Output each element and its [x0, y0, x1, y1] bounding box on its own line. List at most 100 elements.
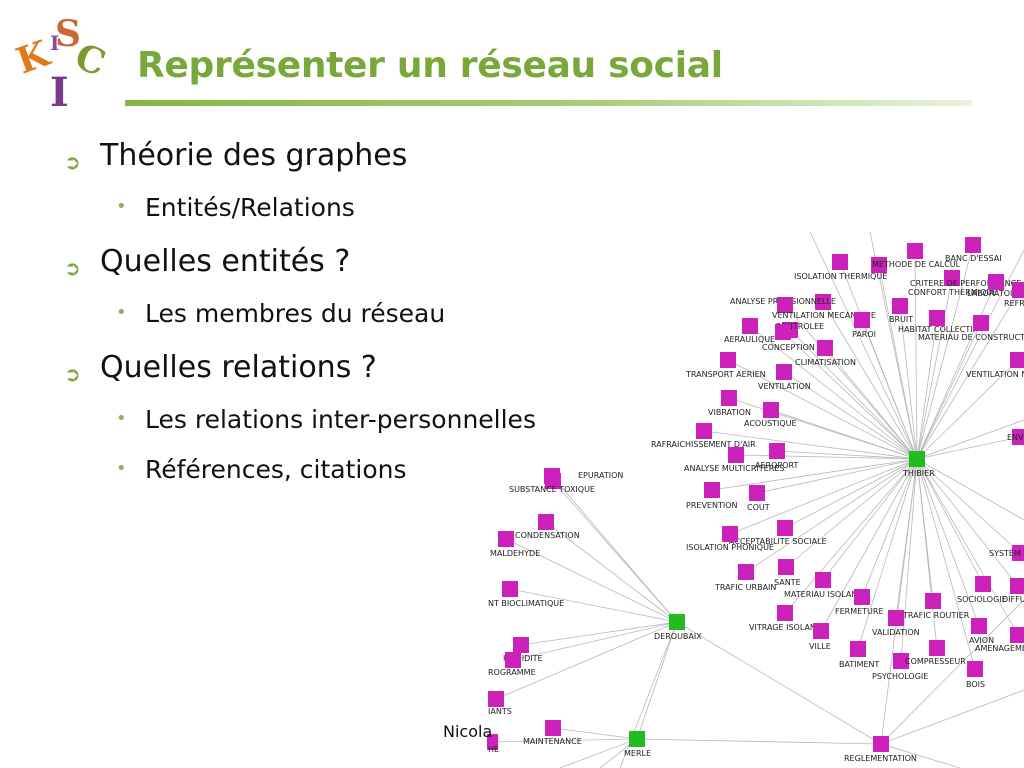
topic-node: HE	[487, 734, 499, 754]
arrow-bullet-icon: ➲	[64, 362, 81, 386]
bullet-which-relations: Quelles relations ?	[100, 350, 377, 385]
graph-edge	[703, 430, 918, 460]
graph-edge	[495, 621, 678, 700]
topic-node: RAFRAICHISSEMENT D'AIR	[651, 423, 756, 449]
graph-edge	[880, 458, 918, 745]
topic-node: PAROI	[852, 312, 876, 339]
topic-node-square	[815, 572, 831, 588]
topic-node-square	[975, 576, 991, 592]
topic-node-square	[505, 652, 521, 668]
graph-edge	[880, 689, 1024, 745]
topic-node: CONFORT THERMIQUE	[907, 243, 997, 297]
graph-edge	[809, 232, 918, 460]
topic-node-label: TRAFIC ROUTIER	[902, 611, 970, 620]
topic-node-label: PSYCHOLOGIE	[872, 672, 928, 681]
topic-node-square	[988, 274, 1004, 290]
dot-bullet-icon: •	[116, 458, 127, 479]
topic-node-square	[929, 640, 945, 656]
dot-bullet-icon: •	[116, 302, 127, 323]
topic-node-square	[538, 514, 554, 530]
topic-node: ISOLATION THERMIQUE	[794, 254, 887, 281]
topic-node: TRAFIC URBAIN	[714, 564, 776, 592]
topic-node-square	[1012, 545, 1024, 561]
graph-edge	[782, 331, 918, 460]
topic-node: HABITAT COLLECTIF	[898, 310, 978, 334]
topic-node-label: TRAFIC URBAIN	[714, 583, 776, 592]
topic-node-square	[850, 641, 866, 657]
topic-node: CRITERE DE PERFORMANCE	[910, 270, 1021, 288]
graph-edge	[822, 458, 918, 581]
topic-node-label: SYSTEM	[989, 549, 1021, 558]
person-node-label: MERLE	[624, 749, 651, 758]
topic-node-label: SUBSTANCE TOXIQUE	[509, 485, 595, 494]
topic-node-square	[722, 526, 738, 542]
topic-node: BANC D'ESSAI	[945, 237, 1002, 263]
graph-edge	[512, 621, 678, 661]
graph-edge	[916, 458, 976, 670]
topic-node-square	[738, 564, 754, 580]
topic-node-square	[1012, 429, 1024, 445]
graph-edge	[551, 475, 678, 623]
topic-node-label: AEROPORT	[755, 461, 798, 470]
topic-node-square	[1012, 282, 1024, 298]
topic-node-label: ANALYSE MULTICRITERES	[684, 464, 784, 473]
graph-edge	[784, 458, 918, 529]
topic-node: PREVENTION	[686, 482, 737, 510]
topic-node-square	[498, 531, 514, 547]
topic-node: BOIS	[966, 661, 985, 689]
topic-node: NT BIOCLIMATIQUE	[488, 581, 564, 608]
topic-node-label: VALIDATION	[872, 628, 920, 637]
graph-edge	[552, 727, 638, 740]
topic-node-label: METHODE DE CALCUL	[872, 260, 961, 269]
graph-edge	[776, 450, 918, 460]
topic-node-label: FERMETURE	[835, 607, 884, 616]
graph-edge	[899, 305, 918, 460]
topic-node-label: ACCEPTABILITE SOCIALE	[729, 537, 827, 546]
topic-node-square	[488, 691, 504, 707]
topic-node: PSYCHOLOGIE	[872, 640, 945, 681]
topic-node-label: BRUIT	[889, 315, 913, 324]
topic-node-square	[728, 447, 744, 463]
topic-node-label: REFR	[1004, 299, 1024, 308]
topic-node-square	[778, 559, 794, 575]
topic-node-square	[873, 736, 889, 752]
graph-edge	[785, 458, 918, 568]
graph-edge	[505, 538, 678, 623]
person-node-square	[629, 731, 645, 747]
topic-node-square	[721, 390, 737, 406]
topic-node-label: ISOLATION THERMIQUE	[794, 272, 887, 281]
topic-node-square	[769, 443, 785, 459]
topic-node-label: COMPRESSEUR	[905, 657, 966, 666]
topic-node: REFR	[1004, 282, 1024, 308]
person-node-label: THIBIER	[902, 469, 935, 478]
person-node-square	[909, 451, 925, 467]
graph-edge	[916, 419, 1024, 460]
graph-edge	[756, 458, 918, 494]
dot-bullet-icon: •	[116, 408, 127, 429]
person-node-label: DEROUBAIX	[654, 632, 702, 641]
graph-edge	[676, 621, 882, 745]
graph-edge	[545, 521, 678, 623]
topic-node: VENTILATION	[758, 364, 811, 391]
graph-edge	[916, 458, 980, 627]
topic-node-label: CONDENSATION	[515, 531, 580, 540]
topic-node-square	[854, 312, 870, 328]
topic-node: METHODE DE CALCUL	[871, 257, 961, 273]
topic-node-label: VENTILATION	[758, 382, 811, 391]
graph-edge	[880, 743, 961, 768]
topic-node: ACOUSTIQUE	[744, 402, 797, 428]
topic-node-label: CONCEPTION	[762, 343, 815, 352]
topic-node: COUT	[747, 485, 770, 512]
topic-node: LABORATOIRE	[967, 274, 1023, 298]
graph-edge	[749, 325, 918, 460]
graph-edge	[489, 738, 638, 743]
graph-edge	[820, 458, 918, 632]
topic-node: COMPRESSEUR	[893, 653, 966, 669]
topic-node-label: CONTROLEE	[775, 322, 824, 331]
topic-node: IANTS	[488, 691, 512, 716]
topic-node: CLIMATISATION	[795, 340, 856, 367]
graph-edge	[729, 458, 918, 535]
topic-node: MATERIAU ISOLANT	[784, 572, 862, 599]
topic-node-label: COUT	[747, 503, 770, 512]
topic-node: MAINTENANCE	[523, 720, 582, 746]
